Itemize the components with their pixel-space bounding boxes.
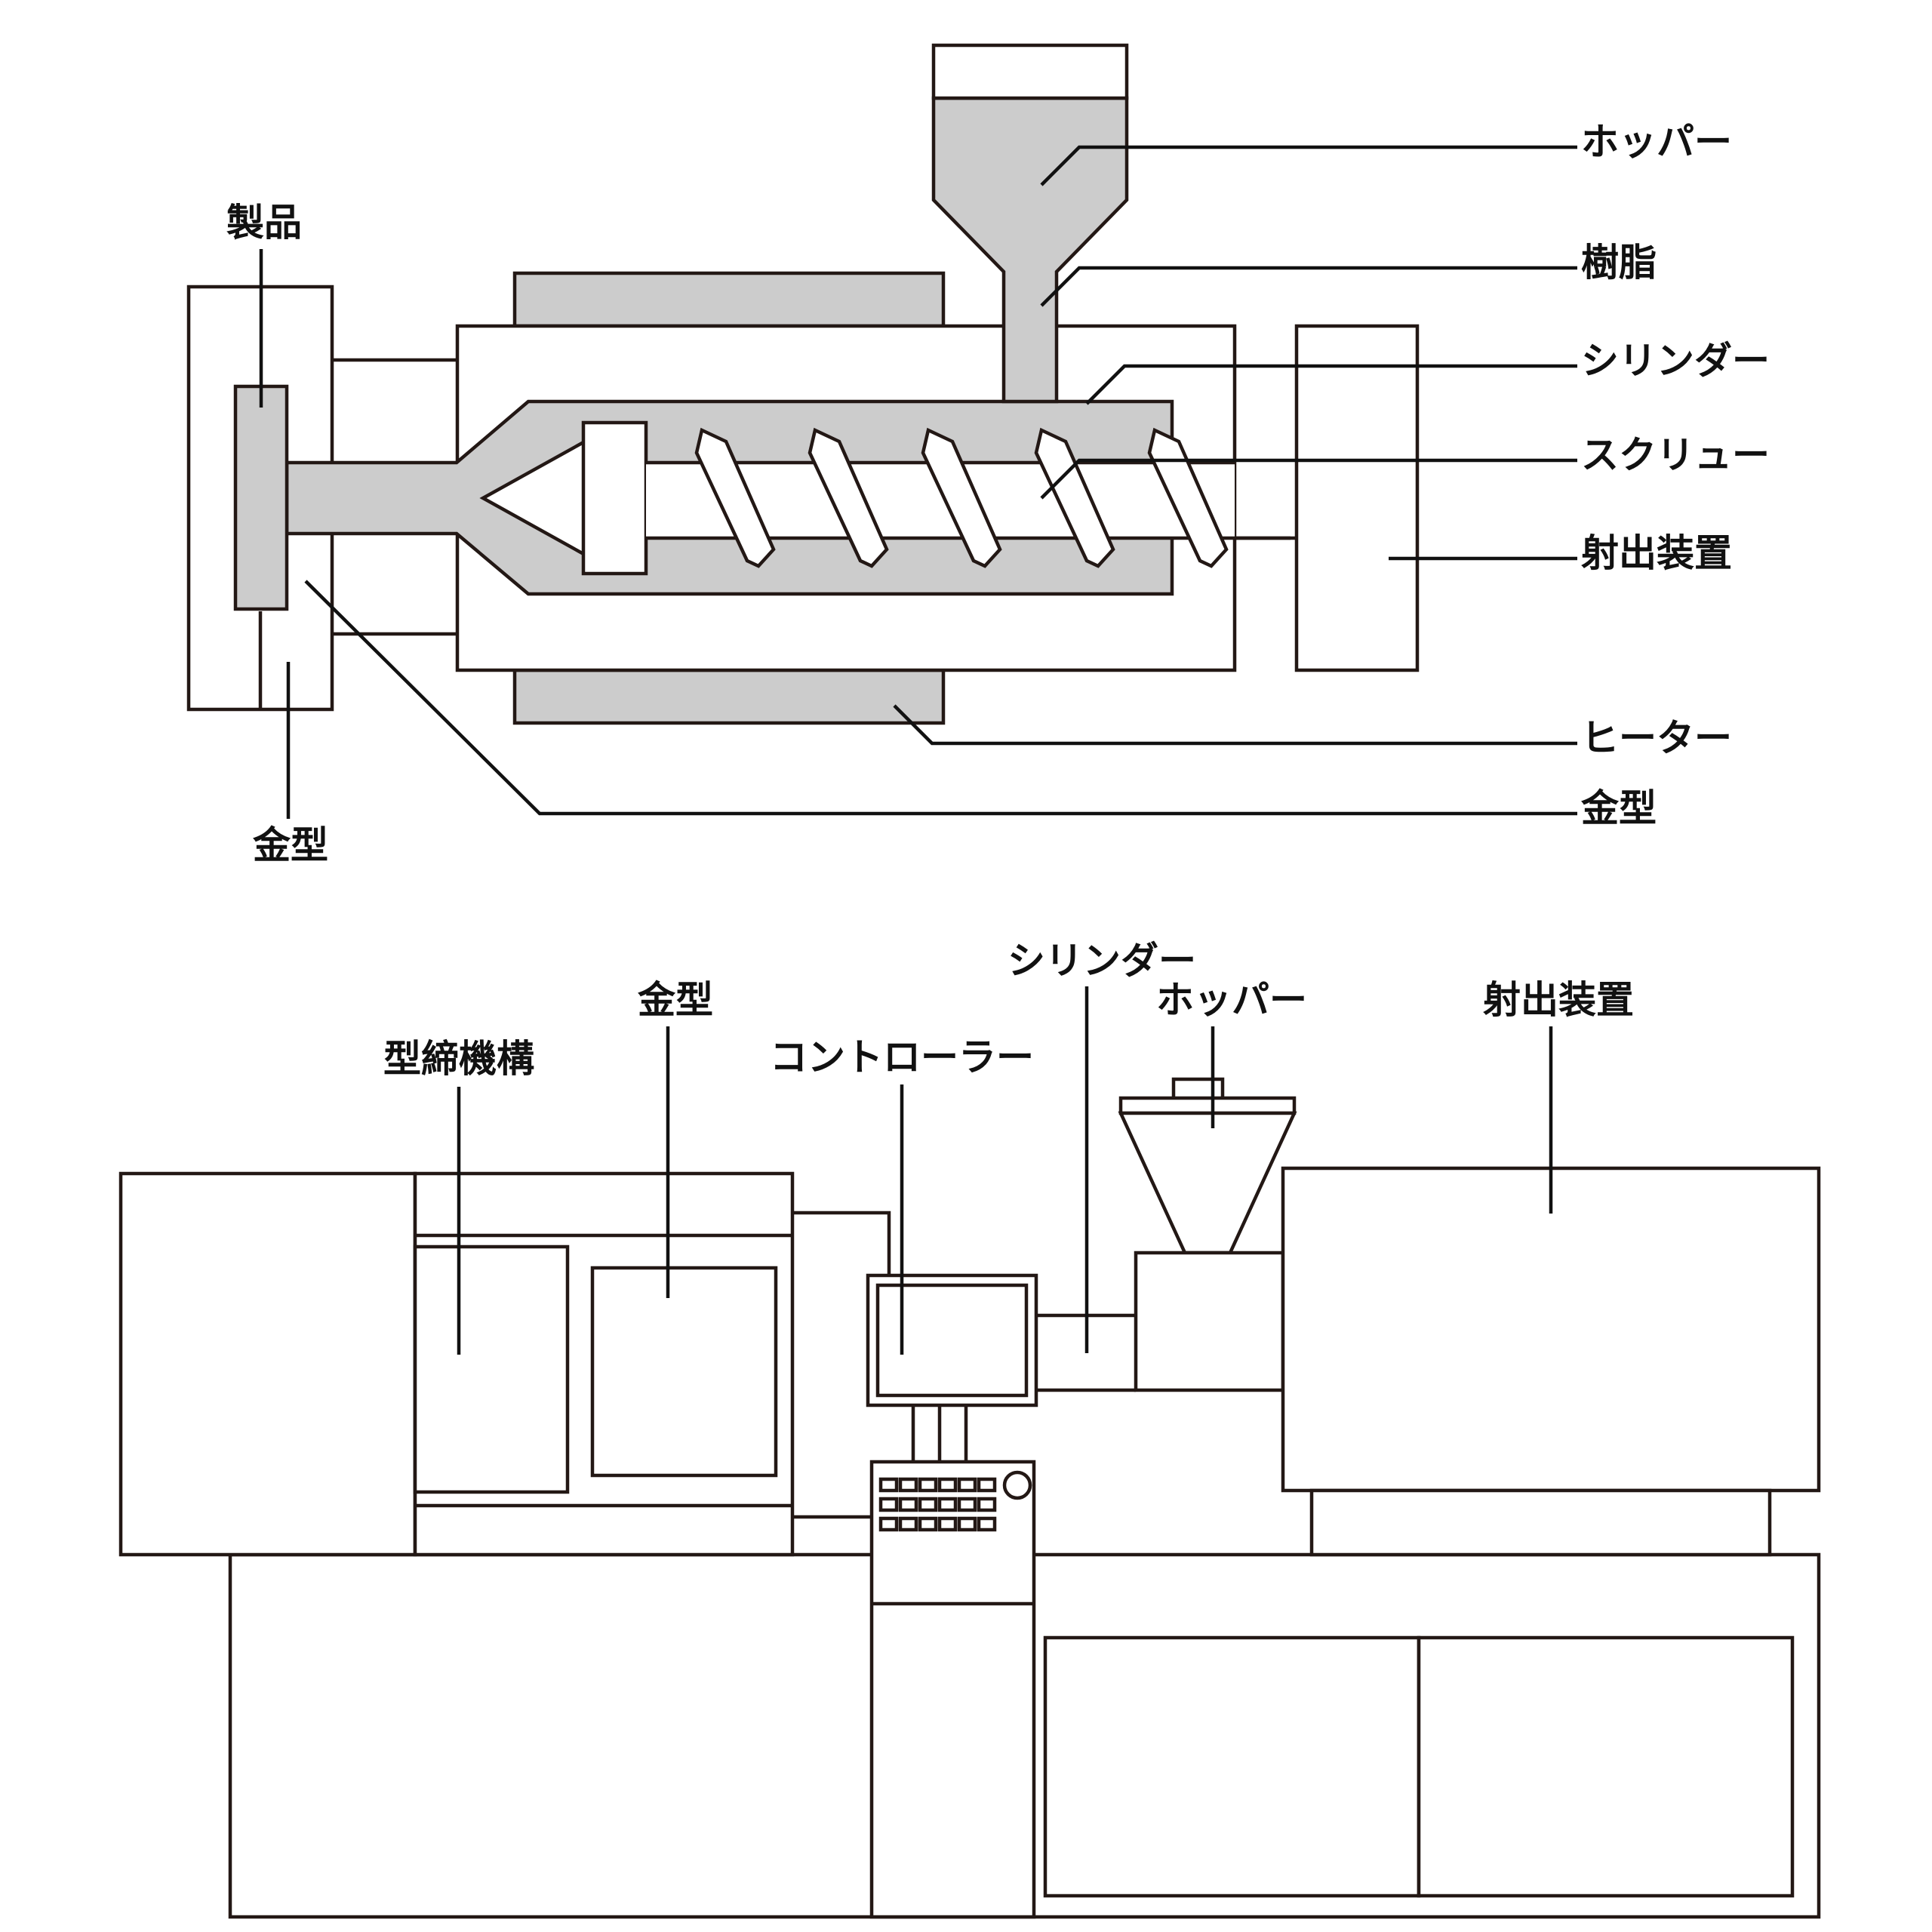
screw-flights [694, 427, 1229, 568]
hopper-handle [1171, 1077, 1225, 1098]
control-button [878, 1497, 899, 1512]
hopper-lid-exterior [1118, 1096, 1297, 1115]
label-resin: 樹脂 [1581, 241, 1657, 285]
base-panel-left [1043, 1635, 1421, 1898]
control-button [878, 1516, 899, 1532]
label-hopper: ホッパー [1581, 120, 1732, 164]
label-controller: コントローラー [770, 1035, 1034, 1079]
control-button [977, 1497, 997, 1512]
label-mold: 金型 [638, 978, 713, 1022]
control-button [937, 1516, 958, 1532]
control-button [937, 1497, 958, 1512]
screw-flight [808, 427, 889, 568]
control-button [878, 1477, 899, 1493]
control-button [937, 1477, 958, 1493]
connector-top [792, 1211, 891, 1275]
leader-screw [1040, 458, 1577, 500]
label-product: 製品 [226, 201, 302, 245]
product-part [233, 384, 289, 611]
control-button [898, 1516, 918, 1532]
screw-check-ring [581, 420, 648, 576]
label-cylinder-exterior: シリンダー [1008, 939, 1196, 983]
label-heater: ヒーター [1581, 716, 1732, 760]
screw-flight [694, 427, 776, 568]
injection-unit-support [1309, 1488, 1772, 1557]
leader-heater [893, 704, 1577, 746]
control-button [898, 1477, 918, 1493]
cross-section-diagram: ホッパー 樹脂 シリンダー スクリュー 射出装置 ヒーター 金型 製品 金型 [186, 43, 1770, 867]
hopper-exterior [1118, 1111, 1297, 1255]
control-button [918, 1516, 938, 1532]
leader-resin [1040, 266, 1577, 307]
leader-cylinder [1085, 364, 1577, 405]
hopper [931, 96, 1129, 404]
control-button [918, 1477, 938, 1493]
control-button [957, 1497, 977, 1512]
clamping-unit-panel [413, 1244, 570, 1494]
label-hopper-exterior: ホッパー [1156, 978, 1307, 1022]
injection-unit-box [1294, 324, 1420, 672]
screw-flight [1034, 427, 1115, 568]
screw-flight [921, 427, 1002, 568]
control-buttons [878, 1477, 997, 1532]
clamp-end-block [118, 1171, 417, 1557]
control-dial [1002, 1470, 1032, 1500]
heater-top [512, 271, 946, 328]
controller-screen [875, 1283, 1029, 1398]
label-injection-unit: 射出装置 [1581, 531, 1732, 575]
control-button [918, 1497, 938, 1512]
control-button [898, 1497, 918, 1512]
label-mold-bottom: 金型 [253, 823, 328, 867]
control-panel [869, 1460, 1036, 1919]
leader-mold-right [304, 580, 1577, 816]
feed-throat [1134, 1251, 1285, 1392]
mold-panel [590, 1266, 778, 1478]
label-screw: スクリュー [1581, 433, 1770, 477]
heater-bottom [512, 668, 946, 725]
base-panel-right [1417, 1635, 1795, 1898]
machine-exterior-diagram: 型締機構 金型 コントローラー シリンダー ホッパー 射出装置 [118, 939, 1821, 1919]
label-injection-unit-exterior: 射出装置 [1483, 978, 1634, 1022]
leader-hopper [1040, 145, 1577, 186]
control-button [977, 1516, 997, 1532]
control-button [957, 1477, 977, 1493]
label-cylinder: シリンダー [1581, 339, 1770, 383]
label-clamping-unit: 型締機構 [383, 1037, 534, 1081]
hopper-lid [931, 43, 1129, 100]
control-button [957, 1516, 977, 1532]
label-mold-right: 金型 [1581, 786, 1657, 830]
control-button [977, 1477, 997, 1493]
injection-unit-housing [1281, 1166, 1821, 1493]
screw-flight [1147, 427, 1229, 568]
